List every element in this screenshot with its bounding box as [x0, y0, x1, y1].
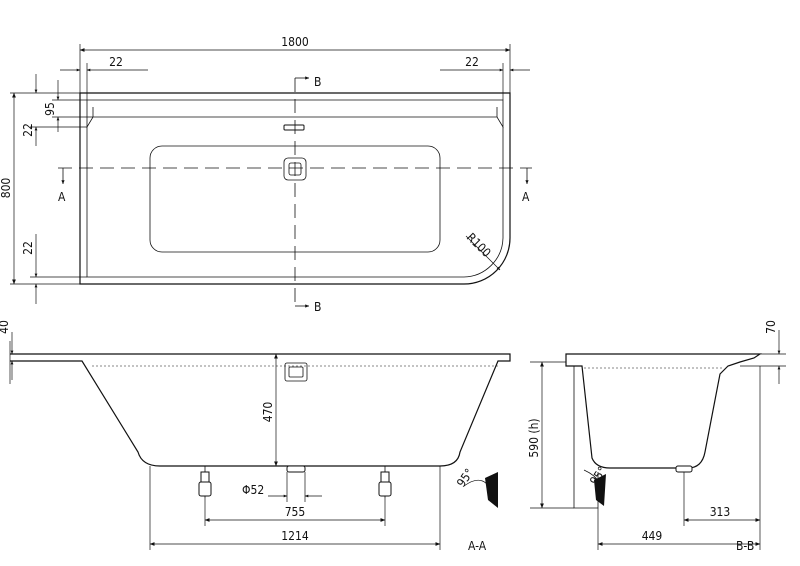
dim-drain-diameter: Φ52: [242, 483, 264, 497]
dim-feet-spacing: 755: [285, 505, 306, 519]
section-b-b: 590 (h) 70 313 449 95° B-B: [527, 320, 786, 553]
dim-right-rim-height: 70: [764, 320, 778, 334]
section-mark-b-bottom: B: [314, 300, 321, 314]
dim-rim-right: 22: [465, 55, 479, 69]
base-support-bb: [573, 366, 599, 509]
dim-left-rim-height: 40: [0, 320, 11, 334]
dim-overall-length: 1800: [281, 35, 309, 49]
dim-base-length: 1214: [281, 529, 309, 543]
plan-view: B B A A 1800 22 22 800 95 22: [0, 35, 532, 314]
dim-top-rim: 95: [43, 102, 57, 116]
dim-side-rim-top: 22: [21, 123, 35, 137]
dim-overall-width: 800: [0, 178, 13, 199]
dim-drain-offset: 313: [710, 505, 731, 519]
tub-outline-plan: [79, 92, 511, 285]
section-a-a: 470 40 Φ52 755 1214 95° A-A: [0, 320, 511, 553]
view-label-aa: A-A: [468, 539, 487, 553]
foot-right: [378, 466, 392, 498]
drain-bb: [675, 465, 693, 473]
dim-corner-radius: R100: [464, 230, 494, 260]
dim-angle-left: 95°: [454, 466, 476, 490]
dim-inner-depth: 470: [261, 402, 275, 423]
section-mark-a-right: A: [522, 190, 530, 204]
dim-side-rim-bottom: 22: [21, 241, 35, 255]
tub-profile-bb: [565, 353, 762, 469]
dim-base-width: 449: [642, 529, 663, 543]
dim-rim-left: 22: [109, 55, 123, 69]
view-label-bb: B-B: [736, 539, 754, 553]
dim-radius-leader: [465, 235, 501, 271]
overflow-aa-outer: [284, 362, 308, 382]
section-mark-b-top: B: [314, 75, 321, 89]
foot-left: [198, 466, 212, 498]
tub-profile-aa: [10, 353, 511, 467]
overflow-aa-inner: [288, 366, 304, 378]
drain-aa: [286, 465, 306, 473]
drain-plan-outer: [283, 157, 307, 181]
overflow-plan: [283, 124, 305, 131]
dim-total-height: 590 (h): [527, 418, 541, 457]
section-mark-a-left: A: [58, 190, 66, 204]
tub-inner-rim: [86, 127, 504, 278]
angle-wedge-left: [485, 472, 498, 508]
